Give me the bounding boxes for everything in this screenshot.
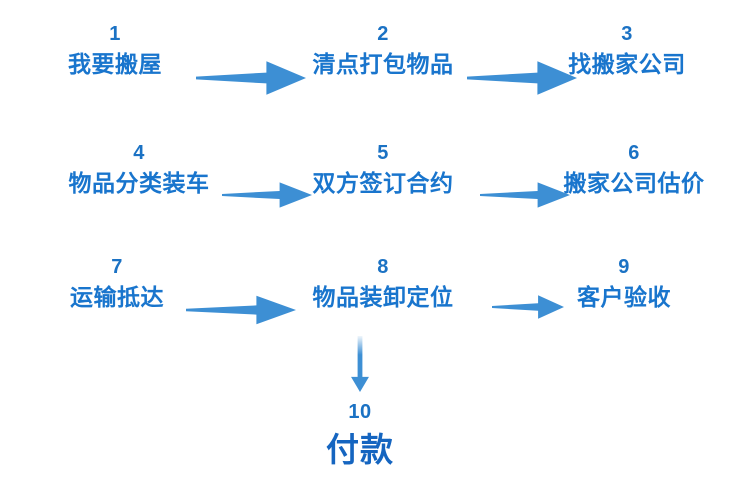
flow-step-1[interactable]: 1 我要搬屋: [68, 24, 162, 76]
flow-step-2[interactable]: 2 清点打包物品: [313, 24, 454, 76]
step-number-5: 5: [377, 142, 389, 164]
arrow-5-to-6-icon: [480, 180, 570, 210]
arrow-4-to-5-icon: [222, 180, 312, 210]
flow-step-6[interactable]: 6 搬家公司估价: [564, 143, 705, 195]
arrow-8-to-10-icon: [344, 336, 376, 392]
step-number-2: 2: [377, 23, 389, 45]
flow-step-5[interactable]: 5 双方签订合约: [313, 143, 454, 195]
step-label-9: 客户验收: [577, 284, 671, 310]
step-number-4: 4: [133, 142, 145, 164]
step-number-1: 1: [109, 23, 121, 45]
step-label-1: 我要搬屋: [68, 51, 162, 77]
step-label-4: 物品分类装车: [68, 170, 210, 196]
step-number-6: 6: [628, 142, 640, 164]
flow-step-3[interactable]: 3 找搬家公司: [568, 24, 686, 76]
step-number-3: 3: [621, 23, 633, 45]
step-label-7: 运输抵达: [70, 284, 164, 310]
step-number-9: 9: [618, 256, 630, 278]
flow-step-9[interactable]: 9 客户验收: [577, 257, 671, 309]
step-number-7: 7: [111, 256, 123, 278]
flow-step-8[interactable]: 8 物品装卸定位: [313, 257, 454, 309]
step-number-8: 8: [377, 256, 389, 278]
step-label-5: 双方签订合约: [312, 170, 454, 196]
step-number-10: 10: [348, 401, 372, 423]
step-label-2: 清点打包物品: [312, 51, 454, 77]
step-label-6: 搬家公司估价: [563, 170, 705, 196]
arrow-1-to-2-icon: [196, 58, 306, 98]
arrow-7-to-8-icon: [186, 293, 296, 327]
step-label-3: 找搬家公司: [568, 51, 686, 77]
flow-step-4[interactable]: 4 物品分类装车: [69, 143, 210, 195]
arrow-8-to-9-icon: [492, 293, 564, 321]
flow-step-7[interactable]: 7 运输抵达: [70, 257, 164, 309]
step-label-10: 付款: [326, 431, 394, 468]
step-label-8: 物品装卸定位: [312, 284, 454, 310]
flow-step-10[interactable]: 10 付款: [326, 402, 394, 466]
arrow-2-to-3-icon: [467, 58, 577, 98]
